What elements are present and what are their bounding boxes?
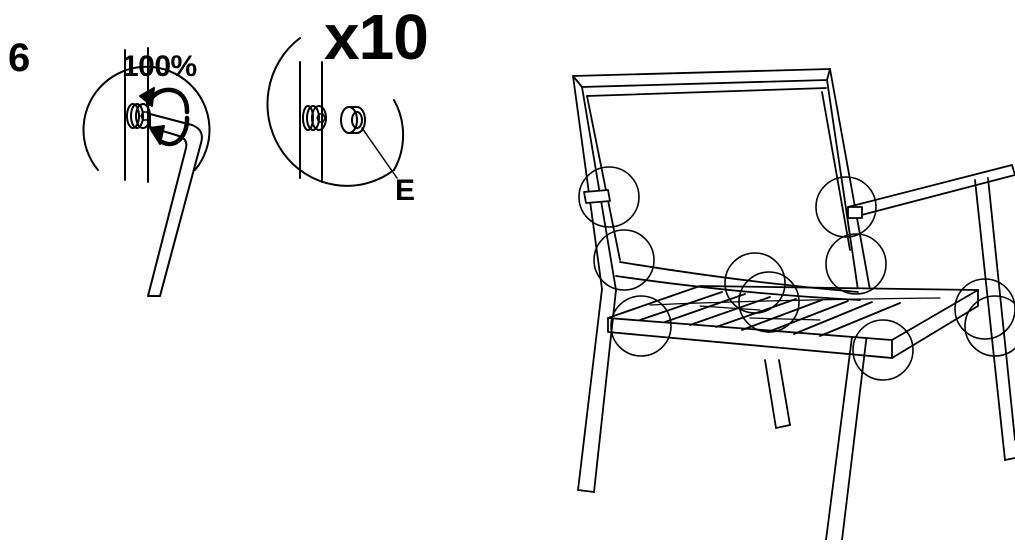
part-letter-label: E xyxy=(395,174,416,207)
right-armrest xyxy=(847,164,1015,461)
fastener-marker xyxy=(852,319,914,381)
fastener-marker xyxy=(738,271,800,333)
detail-circle-tighten xyxy=(82,65,211,171)
fastener-marker xyxy=(610,295,672,357)
quantity-label: x10 xyxy=(324,1,429,73)
fastener-marker xyxy=(815,176,877,238)
step-number: 6 xyxy=(8,36,31,80)
fastener-marker xyxy=(578,166,640,228)
bolt-icon xyxy=(302,105,327,131)
fastener-marker xyxy=(964,295,1015,357)
tighten-percent-label: 100% xyxy=(122,50,197,83)
seat-rail xyxy=(619,261,859,293)
parts-detail xyxy=(266,37,405,187)
chair-back-leg xyxy=(764,359,791,429)
rotation-arrow-icon xyxy=(139,87,190,147)
bolt-icon xyxy=(126,103,151,129)
chair-back xyxy=(572,68,871,291)
detail-circle-parts xyxy=(266,37,405,187)
chair-frame-icon xyxy=(572,68,1015,541)
left-arm-stub xyxy=(583,189,611,204)
part-leader-line xyxy=(361,127,398,179)
cap-nut-icon xyxy=(340,106,366,134)
tighten-detail xyxy=(82,47,211,297)
fastener-marker xyxy=(954,278,1015,340)
fastener-markers xyxy=(578,166,1015,381)
fastener-marker xyxy=(724,252,786,314)
chair-seat xyxy=(607,285,979,359)
fastener-marker xyxy=(593,229,655,291)
fastener-marker xyxy=(825,233,887,295)
